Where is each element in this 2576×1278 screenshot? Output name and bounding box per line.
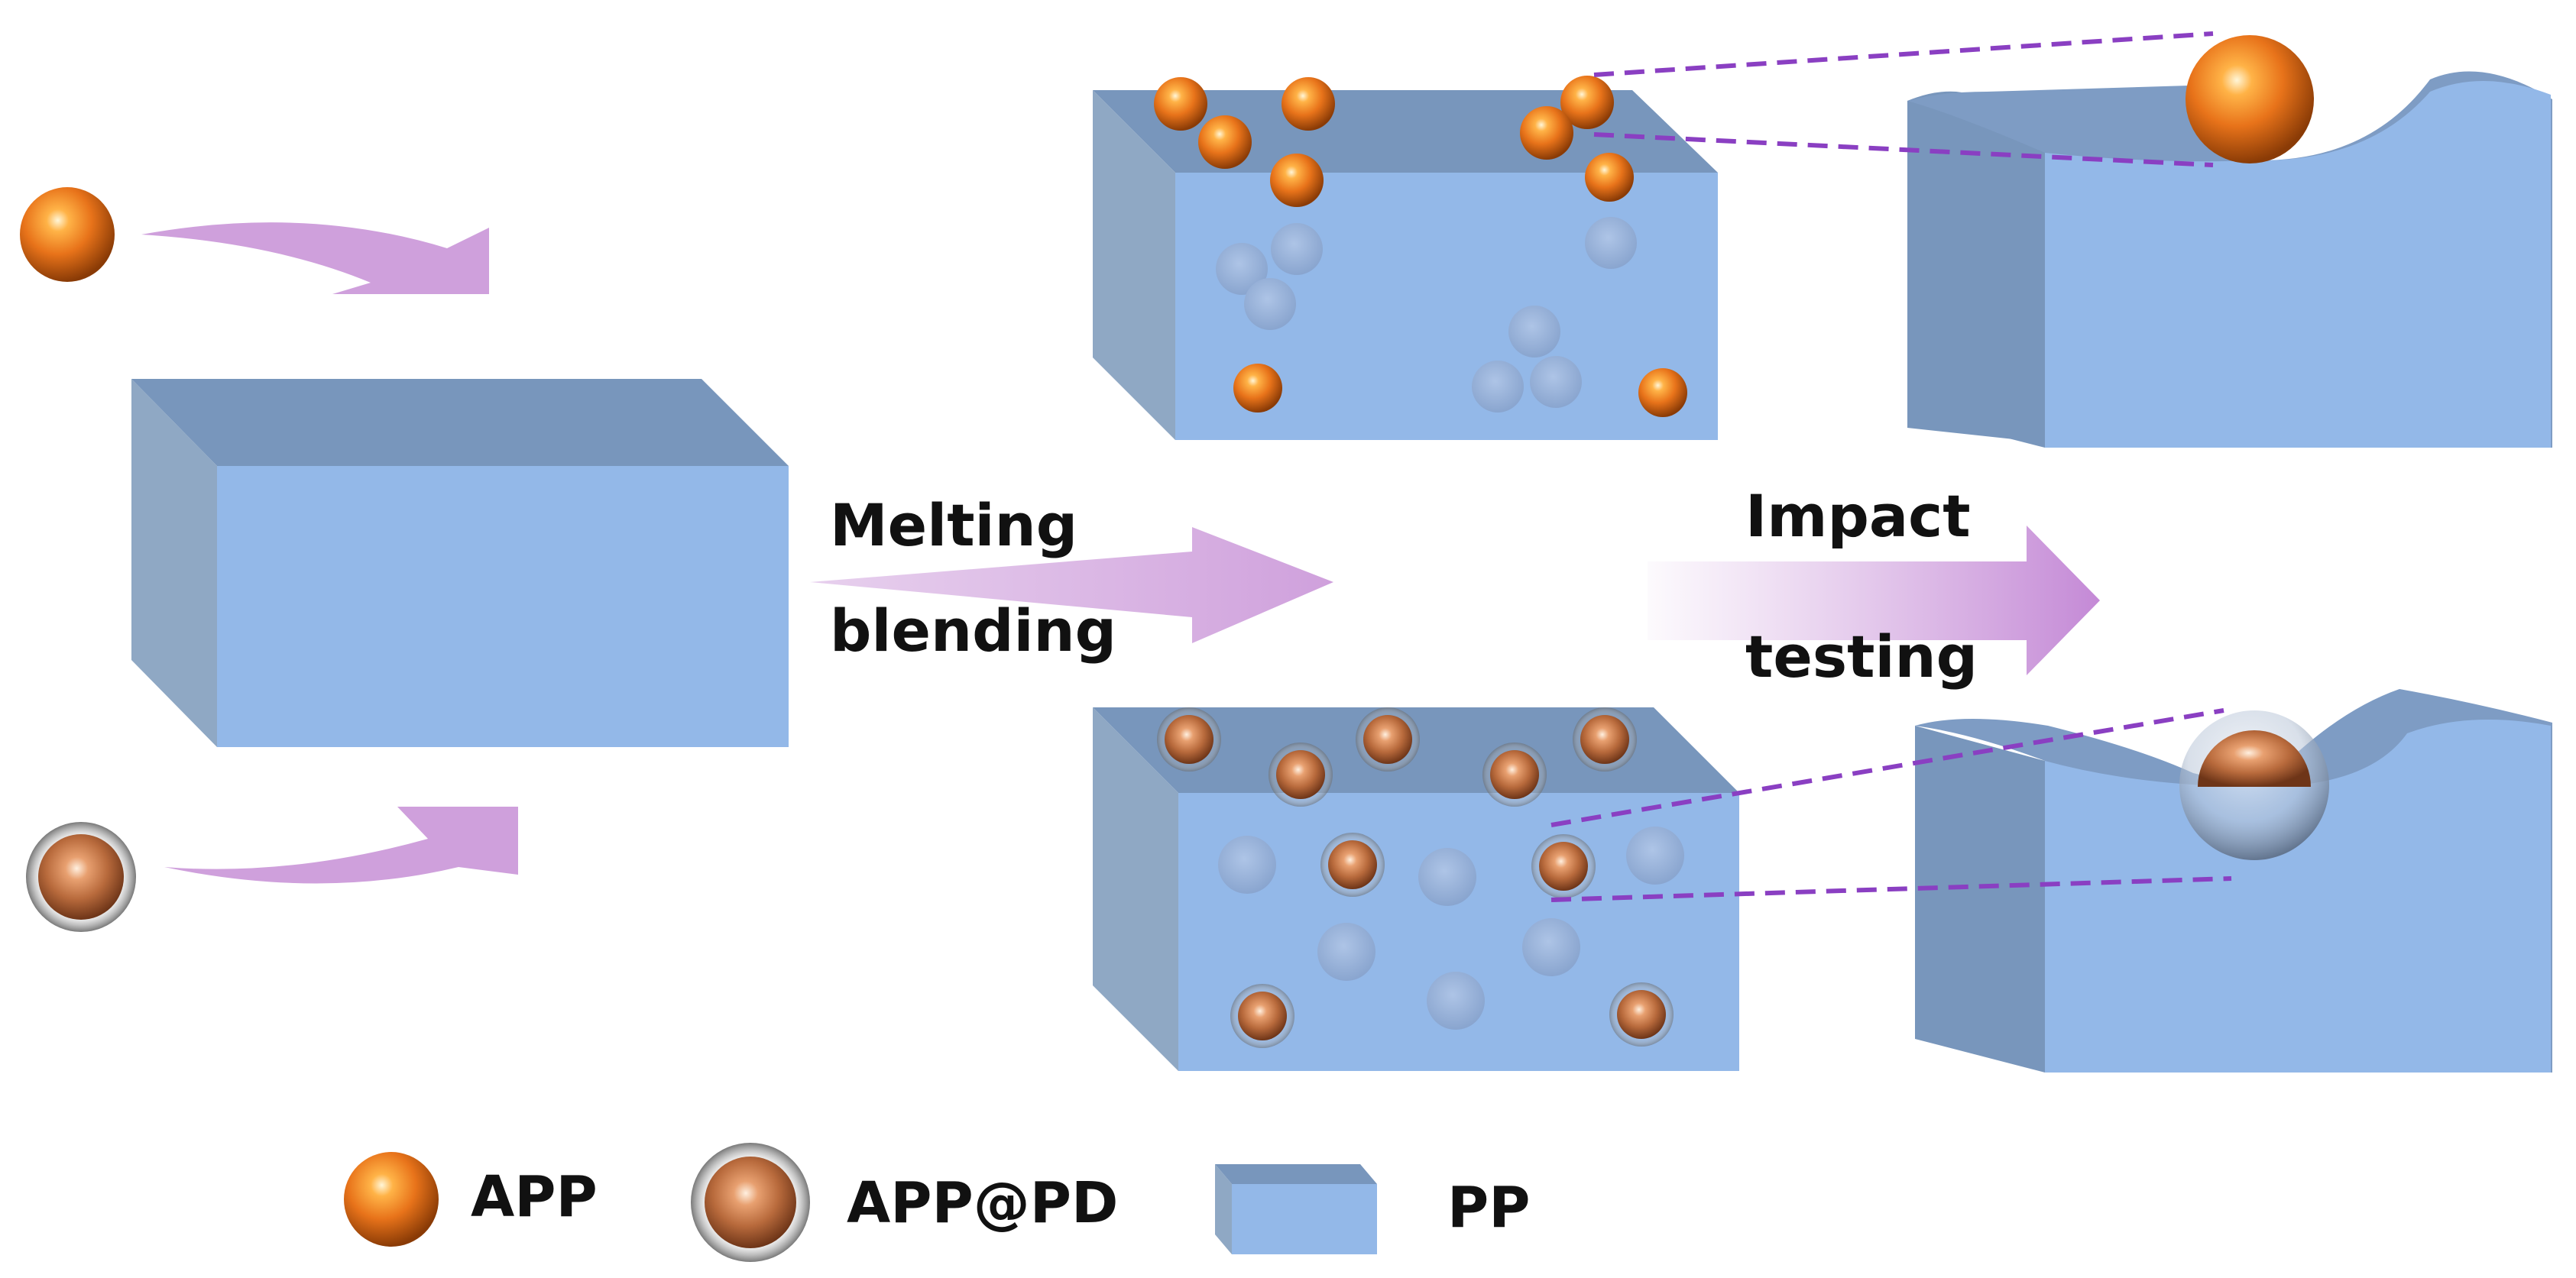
- curved-arrow-bottom: [164, 807, 518, 884]
- impact-testing-arrow: [1648, 526, 2100, 675]
- app-pd-particle-input: [26, 822, 136, 932]
- app-particles: [1154, 76, 1687, 417]
- app-particle-input: [20, 187, 115, 282]
- fracture-zoom-app-pd: [1550, 689, 2552, 1073]
- legend-pp-label: PP: [1447, 1175, 1530, 1241]
- legend-app-label: APP: [471, 1164, 598, 1230]
- curved-arrow-top: [141, 222, 489, 294]
- melting-blending-arrow: [810, 527, 1333, 643]
- ghost-particles-bottom: [1218, 827, 1684, 1030]
- legend-app-swatch: [344, 1152, 439, 1247]
- legend-app-pd-swatch: [691, 1143, 810, 1262]
- legend-app-pd-label: APP@PD: [847, 1170, 1118, 1236]
- ghost-particles: [1216, 217, 1637, 413]
- fracture-zoom-app: [1593, 31, 2552, 448]
- pp-app-composite: [1093, 76, 1718, 440]
- legend: APP APP@PD PP: [344, 1143, 1530, 1262]
- melting-label: Melting: [830, 491, 1077, 559]
- pp-app-pd-composite: [1093, 707, 1739, 1071]
- impact-label: Impact: [1745, 482, 1971, 550]
- testing-label: testing: [1745, 623, 1978, 691]
- app-pd-particles: [1157, 707, 1674, 1048]
- pp-block: [131, 379, 789, 747]
- blending-label: blending: [830, 597, 1116, 665]
- legend-pp-swatch: [1215, 1164, 1377, 1254]
